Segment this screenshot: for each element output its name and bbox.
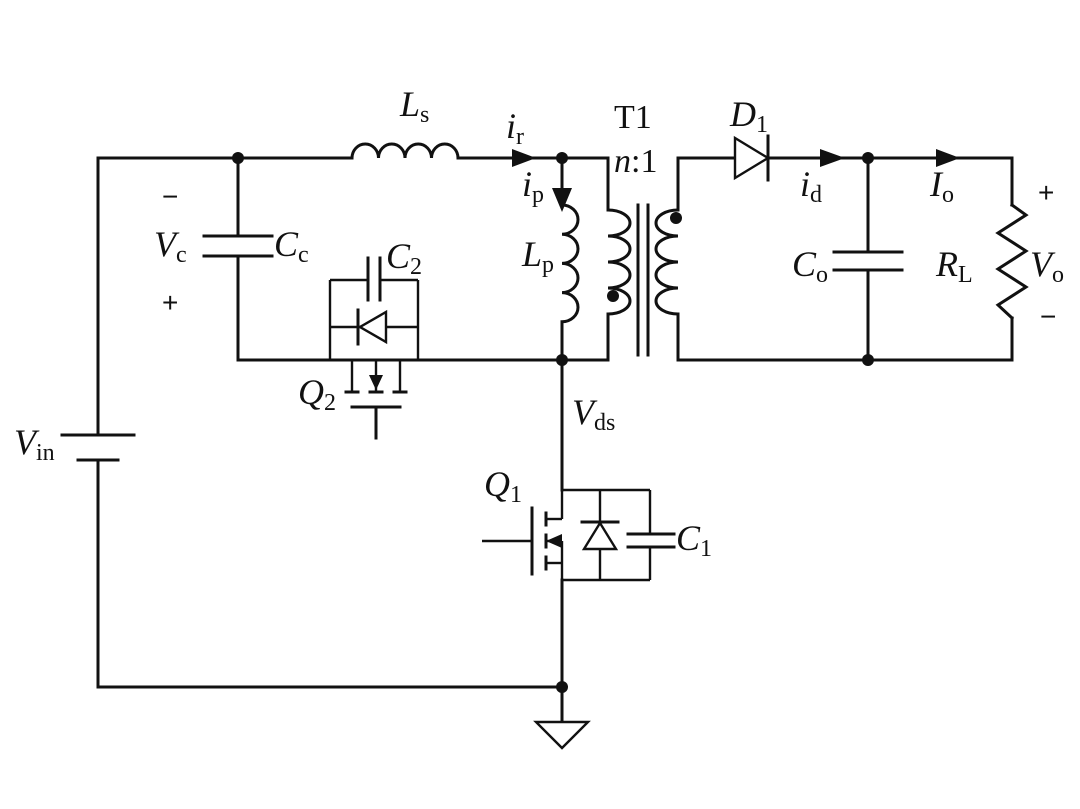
ground-icon <box>533 720 591 750</box>
label-d1: D1 <box>729 94 768 138</box>
label-vds: Vds <box>572 392 615 436</box>
capacitor-cc <box>202 234 274 258</box>
current-arrows <box>512 149 960 212</box>
label-io: Io <box>929 164 954 208</box>
labels: Ls ir T1 n:1 D1 id Io ip Lp Vc Cc C2 Q2 … <box>14 84 1064 562</box>
label-ip: ip <box>522 164 544 208</box>
arrow-io <box>936 149 960 167</box>
label-turns-ratio: n:1 <box>614 143 657 180</box>
polarity-dot-secondary <box>670 212 682 224</box>
junction-dot <box>556 681 568 693</box>
resistor-rl <box>995 202 1029 321</box>
label-vin: Vin <box>14 422 55 466</box>
arrow-ip <box>552 188 572 212</box>
arrow-ir <box>512 149 536 167</box>
polarity-dot-primary <box>607 290 619 302</box>
label-t1: T1 <box>614 99 652 136</box>
capacitor-co <box>832 250 904 272</box>
label-co: Co <box>792 244 828 288</box>
transformer-primary-winding <box>606 208 632 316</box>
label-c1: C1 <box>676 518 712 562</box>
label-lp: Lp <box>521 234 554 278</box>
inductor-ls <box>350 142 460 160</box>
wires <box>96 156 1014 724</box>
sign-vc-plus: + <box>162 287 178 318</box>
label-rl: RL <box>935 244 973 288</box>
label-q1: Q1 <box>484 464 522 508</box>
battery-vin <box>60 433 136 462</box>
inductor-lp <box>560 203 580 324</box>
sign-vo-minus: − <box>1040 301 1056 332</box>
junctions <box>232 152 874 693</box>
label-cc: Cc <box>274 224 309 268</box>
transformer-secondary-winding <box>654 208 680 316</box>
label-vo: Vo <box>1030 244 1064 288</box>
label-ls: Ls <box>399 84 429 128</box>
diode-d1 <box>733 134 771 182</box>
label-id: id <box>800 164 822 208</box>
junction-dot <box>862 152 874 164</box>
arrow-id <box>820 149 845 167</box>
label-ir: ir <box>506 106 524 150</box>
label-vc: Vc <box>154 224 187 268</box>
junction-dot <box>862 354 874 366</box>
label-q2: Q2 <box>298 372 336 416</box>
sign-vc-minus: − <box>162 181 178 212</box>
junction-dot <box>232 152 244 164</box>
sign-vo-plus: + <box>1038 177 1054 208</box>
transformer-t1 <box>606 203 682 357</box>
label-c2: C2 <box>386 236 422 280</box>
junction-dot <box>556 152 568 164</box>
mosfet-q2-group <box>328 256 420 440</box>
mosfet-q1-group <box>482 488 676 582</box>
junction-dot <box>556 354 568 366</box>
